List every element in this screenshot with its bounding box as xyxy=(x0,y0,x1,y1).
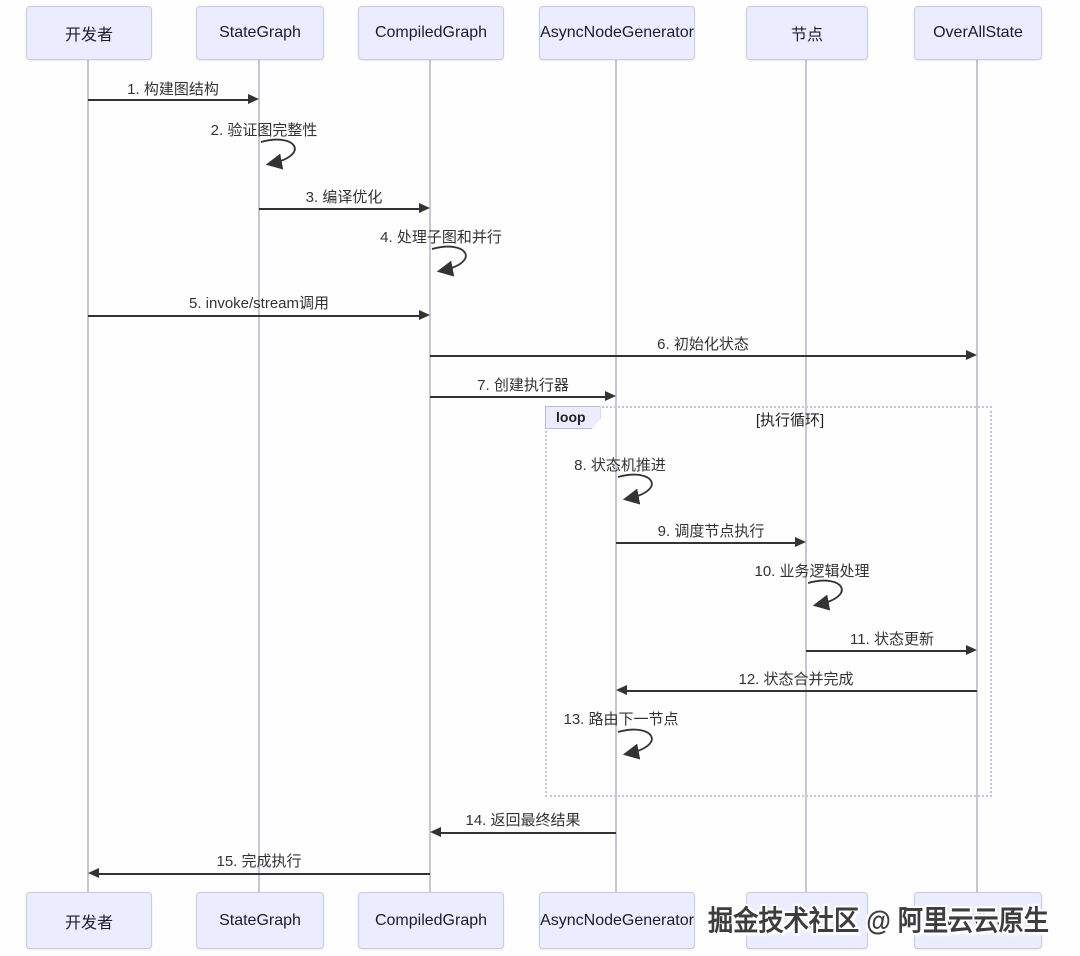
arrowhead-right-icon xyxy=(966,350,977,360)
loop-condition-label: [执行循环] xyxy=(755,412,825,429)
arrowhead-right-icon xyxy=(966,645,977,655)
actor-label: StateGraph xyxy=(219,911,301,929)
message-label-12: 12. 状态合并完成 xyxy=(738,671,854,688)
message-label-7: 7. 创建执行器 xyxy=(477,377,569,394)
message-line-1 xyxy=(88,99,248,101)
actor-label: CompiledGraph xyxy=(374,24,488,41)
actor-label: 开发者 xyxy=(64,914,113,932)
arrowhead-right-icon xyxy=(605,391,616,401)
arrowhead-left-icon xyxy=(430,827,441,837)
message-label-1: 1. 构建图结构 xyxy=(127,81,219,98)
lifeline-developer xyxy=(87,58,89,892)
self-loop-arrow-2 xyxy=(260,138,296,170)
message-line-7 xyxy=(430,396,605,398)
actor-label: 节点 xyxy=(790,27,823,44)
arrowhead-left-icon xyxy=(88,868,99,878)
arrowhead-right-icon xyxy=(248,94,259,104)
actor-box-overallstate-bottom: OverAllState xyxy=(914,892,1042,949)
message-label-5: 5. invoke/stream调用 xyxy=(188,295,330,312)
actor-label: AsyncNodeGenerator xyxy=(540,911,694,929)
message-line-3 xyxy=(259,208,419,210)
message-label-2: 2. 验证图完整性 xyxy=(210,122,318,139)
self-loop-arrow-4 xyxy=(431,245,467,277)
actor-label: OverAllState xyxy=(933,911,1023,929)
message-label-3: 3. 编译优化 xyxy=(305,189,383,206)
actor-box-asyncnodegenerator-top: AsyncNodeGenerator xyxy=(539,6,695,60)
actor-box-overallstate-top: OverAllState xyxy=(914,6,1042,60)
arrowhead-right-icon xyxy=(419,310,430,320)
actor-label: CompiledGraph xyxy=(374,911,488,929)
actor-label: 节点 xyxy=(790,914,823,932)
message-label-4: 4. 处理子图和并行 xyxy=(380,229,502,246)
actor-box-asyncnodegenerator-bottom: AsyncNodeGenerator xyxy=(539,892,695,949)
actor-label: OverAllState xyxy=(933,24,1023,41)
watermark: 掘金技术社区 @ 阿里云云原生 xyxy=(708,905,1049,936)
arrowhead-right-icon xyxy=(795,537,806,547)
lifeline-compiledgraph xyxy=(429,58,431,892)
message-line-12 xyxy=(627,690,977,692)
message-label-6: 6. 初始化状态 xyxy=(657,336,749,353)
actor-box-stategraph-bottom: StateGraph xyxy=(196,892,324,949)
actor-label: 开发者 xyxy=(64,27,113,44)
message-line-6 xyxy=(430,355,966,357)
actor-label: AsyncNodeGenerator xyxy=(540,24,694,41)
lifeline-stategraph xyxy=(258,58,260,892)
actor-box-stategraph-top: StateGraph xyxy=(196,6,324,60)
actor-box-compiledgraph-bottom: CompiledGraph xyxy=(358,892,504,949)
self-loop-arrow-8 xyxy=(617,473,653,505)
arrowhead-left-icon xyxy=(616,685,627,695)
message-label-14: 14. 返回最终结果 xyxy=(465,812,581,829)
lifeline-node xyxy=(805,58,807,892)
lifeline-asyncnodegenerator xyxy=(615,58,617,892)
message-label-11: 11. 状态更新 xyxy=(850,631,934,648)
actor-label: StateGraph xyxy=(219,24,301,41)
self-loop-arrow-13 xyxy=(617,728,653,760)
message-line-5 xyxy=(88,315,419,317)
actor-box-developer-top: 开发者 xyxy=(26,6,152,60)
message-label-9: 9. 调度节点执行 xyxy=(657,523,765,540)
actor-box-compiledgraph-top: CompiledGraph xyxy=(358,6,504,60)
message-line-11 xyxy=(806,650,966,652)
message-label-15: 15. 完成执行 xyxy=(216,853,302,870)
message-label-8: 8. 状态机推进 xyxy=(574,457,666,474)
message-line-9 xyxy=(616,542,795,544)
self-loop-arrow-10 xyxy=(807,579,843,611)
actor-box-node-bottom: 节点 xyxy=(746,892,868,949)
lifeline-overallstate xyxy=(976,58,978,892)
loop-tag: loop xyxy=(545,406,601,429)
message-line-15 xyxy=(99,873,430,875)
message-label-10: 10. 业务逻辑处理 xyxy=(754,563,870,580)
message-line-14 xyxy=(441,832,616,834)
actor-box-node-top: 节点 xyxy=(746,6,868,60)
arrowhead-right-icon xyxy=(419,203,430,213)
loop-frame xyxy=(545,406,992,797)
actor-box-developer-bottom: 开发者 xyxy=(26,892,152,949)
message-label-13: 13. 路由下一节点 xyxy=(563,711,679,728)
